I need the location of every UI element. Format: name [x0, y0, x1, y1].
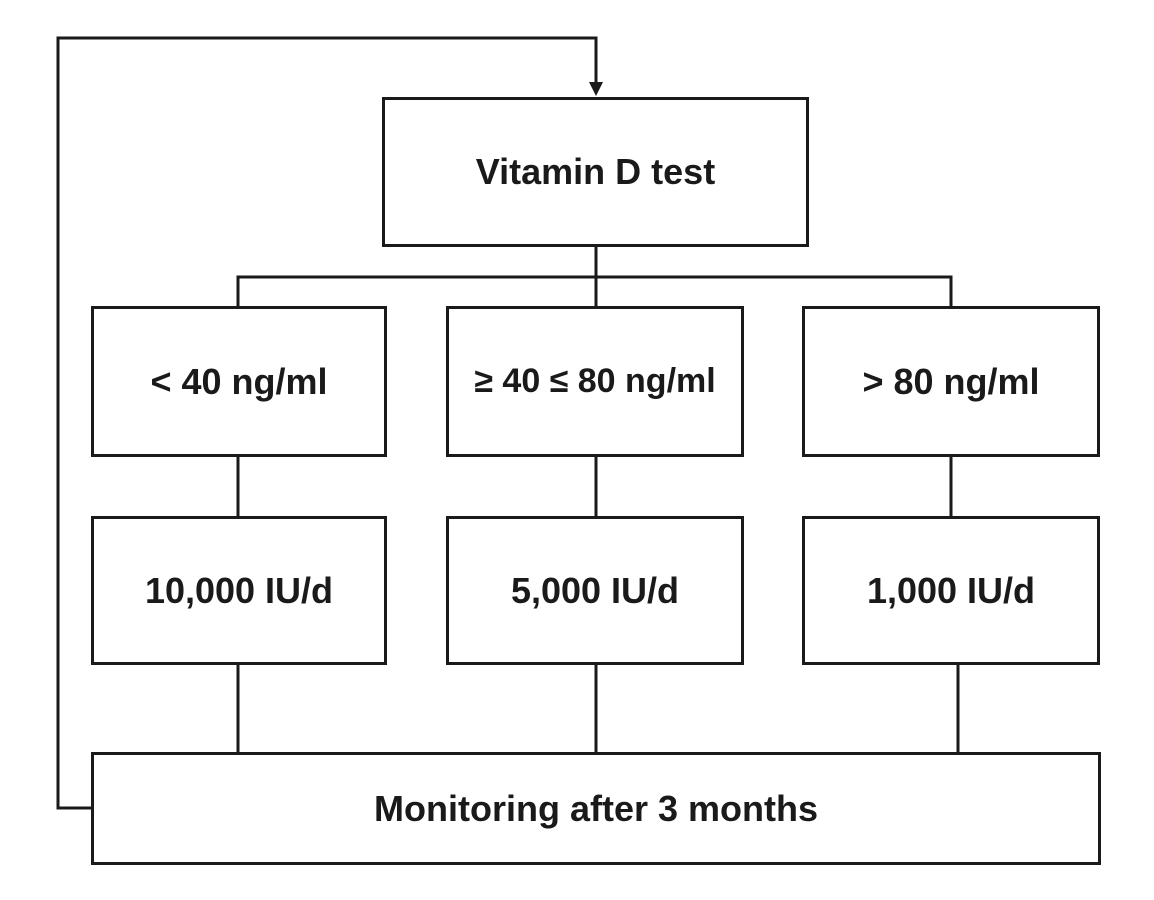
dose-box-mid: 5,000 IU/d — [446, 516, 744, 665]
monitoring-label: Monitoring after 3 months — [374, 787, 818, 829]
monitoring-box: Monitoring after 3 months — [91, 752, 1101, 865]
dose-label-high: 1,000 IU/d — [866, 569, 1036, 611]
vitamin-d-test-box: Vitamin D test — [382, 97, 809, 247]
range-label-low: < 40 ng/ml — [150, 360, 328, 402]
range-box-low: < 40 ng/ml — [91, 306, 387, 457]
range-box-mid: ≥ 40 ≤ 80 ng/ml — [446, 306, 744, 457]
dose-label-mid: 5,000 IU/d — [510, 569, 680, 611]
arrow-head-icon — [589, 82, 603, 96]
vitamin-d-test-label: Vitamin D test — [475, 151, 716, 192]
range-label-mid: ≥ 40 ≤ 80 ng/ml — [474, 362, 716, 400]
dose-box-low: 10,000 IU/d — [91, 516, 387, 665]
range-box-high: > 80 ng/ml — [802, 306, 1100, 457]
dose-box-high: 1,000 IU/d — [802, 516, 1100, 665]
dose-label-low: 10,000 IU/d — [144, 569, 334, 611]
feedback-loop-line — [56, 36, 598, 810]
range-label-high: > 80 ng/ml — [862, 360, 1040, 402]
